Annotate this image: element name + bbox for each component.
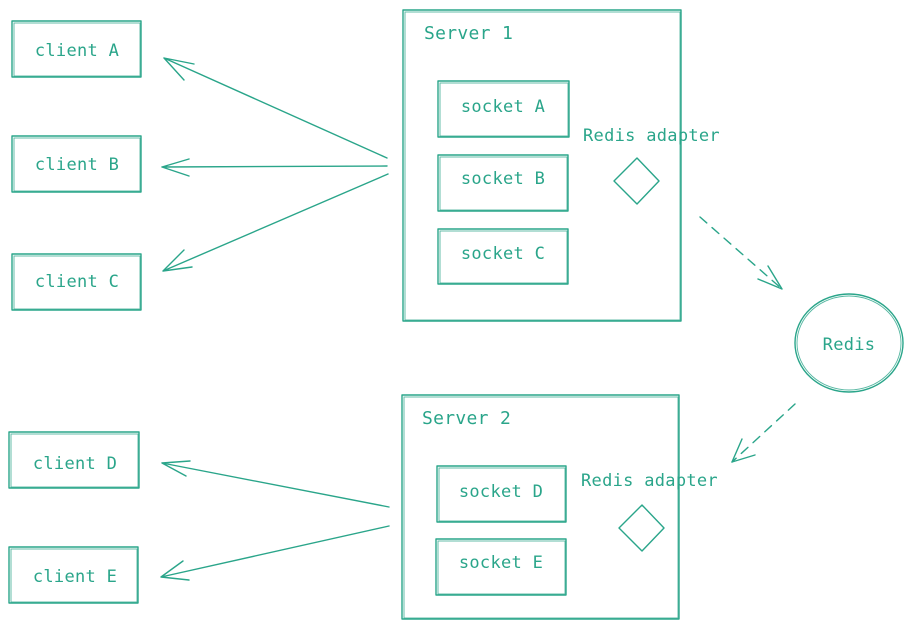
socket-box-b: socket B [437, 154, 569, 212]
client-c-label: client C [35, 272, 119, 292]
socket-c-label: socket C [461, 244, 545, 264]
socket-box-d: socket D [436, 465, 567, 523]
socket-box-e: socket E [435, 538, 567, 596]
redis-label: Redis [823, 335, 876, 355]
client-b-label: client B [35, 155, 119, 175]
arrow-to-client-b [161, 158, 388, 177]
socket-b-label: socket B [461, 169, 545, 189]
server-1-client-arrows [161, 57, 389, 272]
arrow-redis-to-server2 [731, 403, 796, 463]
server-1-adapter-label: Redis adapter [583, 126, 720, 146]
server-2-adapter-diamond [618, 504, 665, 552]
server-2-box: Server 2 [401, 394, 680, 620]
server-2-client-arrows [160, 460, 390, 581]
server-1-title: Server 1 [424, 23, 513, 44]
client-box-e: client E [8, 546, 139, 604]
redis-node: Redis [794, 293, 904, 393]
socket-e-label: socket E [459, 553, 543, 573]
socket-box-c: socket C [437, 228, 569, 285]
server-2-title: Server 2 [422, 408, 511, 429]
server-1-adapter-diamond [613, 157, 660, 205]
client-a-label: client A [35, 41, 119, 61]
arrow-server1-to-redis-head [757, 265, 783, 290]
arrow-server1-to-redis [699, 216, 783, 290]
arrow-redis-to-server2-head [731, 438, 756, 463]
client-e-label: client E [33, 567, 117, 587]
client-box-c: client C [11, 253, 142, 311]
client-box-a: client A [11, 20, 142, 78]
socket-a-label: socket A [461, 97, 545, 117]
arrow-to-client-d [161, 460, 390, 508]
arrow-to-client-c [162, 173, 389, 272]
client-d-label: client D [33, 454, 117, 474]
socket-d-label: socket D [459, 482, 543, 502]
client-box-d: client D [8, 431, 140, 489]
server-1-box: Server 1 [402, 9, 682, 322]
socket-box-a: socket A [437, 80, 570, 138]
server-2-adapter-label: Redis adapter [581, 471, 718, 491]
arrow-to-client-a [163, 57, 388, 159]
client-box-b: client B [11, 135, 142, 193]
arrow-to-client-e [160, 525, 390, 581]
